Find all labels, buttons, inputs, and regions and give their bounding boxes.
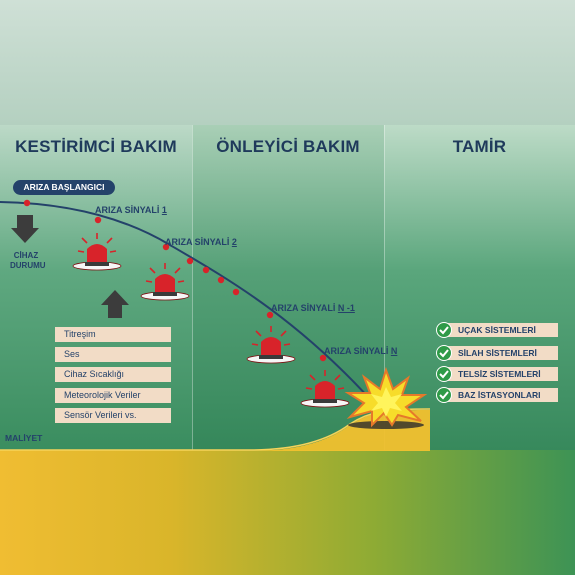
check-icon: [436, 345, 452, 361]
cost-curve: [0, 410, 430, 451]
header-preventive: ÖNLEYİCİ BAKIM: [216, 137, 360, 156]
system-label: BAZ İSTASYONLARI: [448, 388, 558, 402]
system-item: SİLAH SİSTEMLERİ: [436, 345, 560, 361]
signal-label-1: ARIZA SİNYALİ 1: [95, 205, 167, 215]
top-band: [0, 0, 575, 125]
arrow-up-icon: [101, 290, 129, 318]
system-label: UÇAK SİSTEMLERİ: [448, 323, 558, 337]
monitoring-input-item: Sensör Verileri vs.: [55, 408, 171, 423]
explosion-icon: [344, 366, 428, 429]
siren-light-icon: [72, 233, 122, 271]
monitoring-input-item: Meteorolojik Veriler: [55, 388, 171, 403]
system-item: UÇAK SİSTEMLERİ: [436, 322, 560, 338]
header-repair: TAMİR: [452, 137, 507, 156]
siren-light-icon: [300, 370, 350, 408]
check-icon: [436, 322, 452, 338]
system-label: TELSİZ SİSTEMLERİ: [448, 367, 558, 381]
signal-prefix: ARIZA SİNYALİ: [271, 303, 338, 313]
arrow-down-icon: [11, 215, 39, 243]
header-predictive: KESTİRİMCİ BAKIM: [15, 137, 177, 156]
siren-light-icon: [140, 263, 190, 301]
signal-index: 1: [161, 205, 167, 215]
signal-index: N: [390, 346, 398, 356]
monitoring-input-item: Ses: [55, 347, 171, 362]
signal-points: [23, 199, 327, 362]
system-item: TELSİZ SİSTEMLERİ: [436, 366, 560, 382]
system-item: BAZ İSTASYONLARI: [436, 387, 560, 403]
check-icon: [436, 366, 452, 382]
signal-label-n: ARIZA SİNYALİ N: [324, 346, 397, 356]
panel-divider: [384, 125, 385, 450]
cost-area: [0, 450, 575, 575]
degradation-curve: [0, 201, 381, 411]
signal-prefix: ARIZA SİNYALİ: [165, 237, 232, 247]
cost-label: MALİYET: [5, 433, 43, 443]
signal-prefix: ARIZA SİNYALİ: [95, 205, 162, 215]
monitoring-input-item: Titreşim: [55, 327, 171, 342]
signal-label-n-minus-1: ARIZA SİNYALİ N -1: [271, 303, 355, 313]
signal-index: N -1: [337, 303, 355, 313]
system-label: SİLAH SİSTEMLERİ: [448, 346, 558, 360]
failure-start-label: ARIZA BAŞLANGICI: [13, 180, 115, 195]
device-state-label: CİHAZ DURUMU: [10, 251, 46, 270]
signal-index: 2: [231, 237, 237, 247]
signal-label-2: ARIZA SİNYALİ 2: [165, 237, 237, 247]
check-icon: [436, 387, 452, 403]
signal-prefix: ARIZA SİNYALİ: [324, 346, 391, 356]
panel-divider: [192, 125, 193, 450]
monitoring-input-item: Cihaz Sıcaklığı: [55, 367, 171, 382]
siren-light-icon: [246, 326, 296, 364]
